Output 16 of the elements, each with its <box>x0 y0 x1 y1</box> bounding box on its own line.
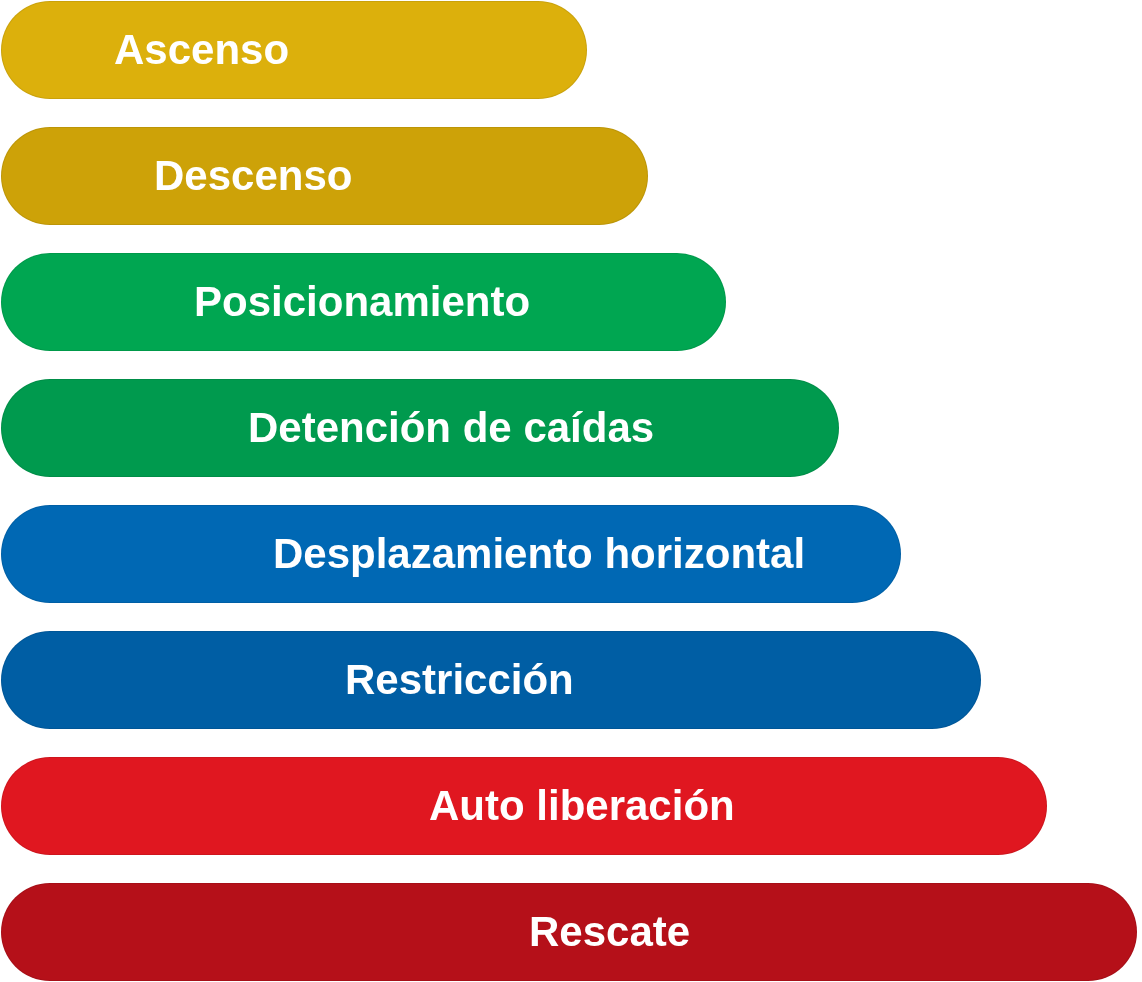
rounded-bar <box>1 379 839 477</box>
rounded-bar <box>1 631 981 729</box>
rounded-bar <box>1 505 901 603</box>
bar-label: Restricción <box>345 656 574 704</box>
bar-label: Descenso <box>154 152 353 200</box>
rounded-bar <box>1 757 1047 855</box>
bar-label: Detención de caídas <box>248 404 655 452</box>
bar-label: Rescate <box>529 908 691 956</box>
bar-label: Posicionamiento <box>194 278 531 326</box>
rounded-bar <box>1 253 726 351</box>
rounded-bar <box>1 883 1137 981</box>
rounded-bar <box>1 1 587 99</box>
rounded-bar <box>1 127 648 225</box>
bar-label: Desplazamiento horizontal <box>273 530 806 578</box>
bar-label: Ascenso <box>114 26 290 74</box>
bar-label: Auto liberación <box>429 782 735 830</box>
